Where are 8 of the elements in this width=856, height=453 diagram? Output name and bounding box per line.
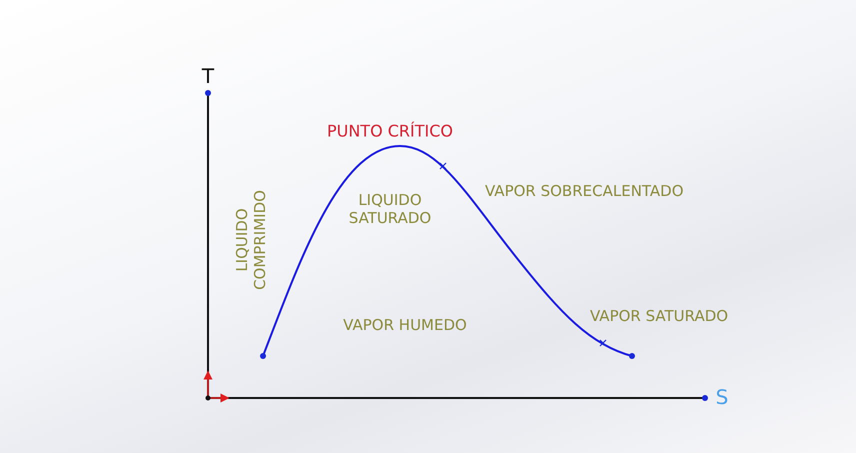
- region-label: VAPOR SATURADO: [590, 307, 728, 325]
- critical-point-label: PUNTO CRÍTICO: [326, 122, 454, 140]
- axis-label: T: [202, 64, 214, 88]
- region-label: LIQUIDO SATURADO: [348, 191, 432, 227]
- axis-label: S: [716, 385, 728, 409]
- region-label: VAPOR HUMEDO: [343, 316, 467, 334]
- region-label: VAPOR SOBRECALENTADO: [485, 182, 684, 200]
- region-label: LIQUIDO COMPRIMIDO: [233, 190, 269, 290]
